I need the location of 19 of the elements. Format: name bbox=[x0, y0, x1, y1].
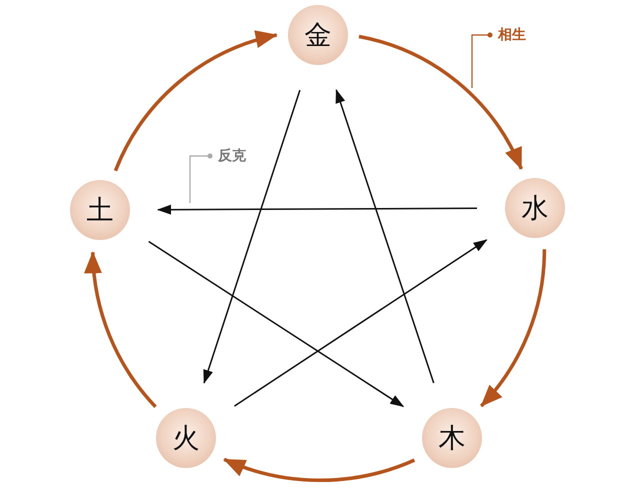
leader-line bbox=[471, 32, 492, 88]
curved-arrow bbox=[223, 458, 416, 482]
arrow bbox=[336, 89, 434, 384]
legend-label: 反克 bbox=[218, 148, 246, 164]
element-circle: 土 bbox=[70, 180, 130, 240]
curved-arrow bbox=[358, 34, 523, 170]
legend-label: 相生 bbox=[498, 27, 526, 43]
arrow bbox=[234, 239, 488, 407]
element-circle: 水 bbox=[505, 178, 565, 238]
arrow bbox=[157, 204, 477, 215]
curved-arrow bbox=[114, 32, 278, 172]
element-circle: 金 bbox=[288, 5, 348, 65]
element-circle: 木 bbox=[422, 408, 482, 468]
curved-arrow bbox=[480, 249, 546, 408]
arrow bbox=[148, 240, 404, 408]
leader-line bbox=[189, 154, 212, 203]
element-circle: 火 bbox=[156, 408, 216, 468]
arrow bbox=[203, 90, 301, 384]
curved-arrow bbox=[85, 251, 157, 408]
